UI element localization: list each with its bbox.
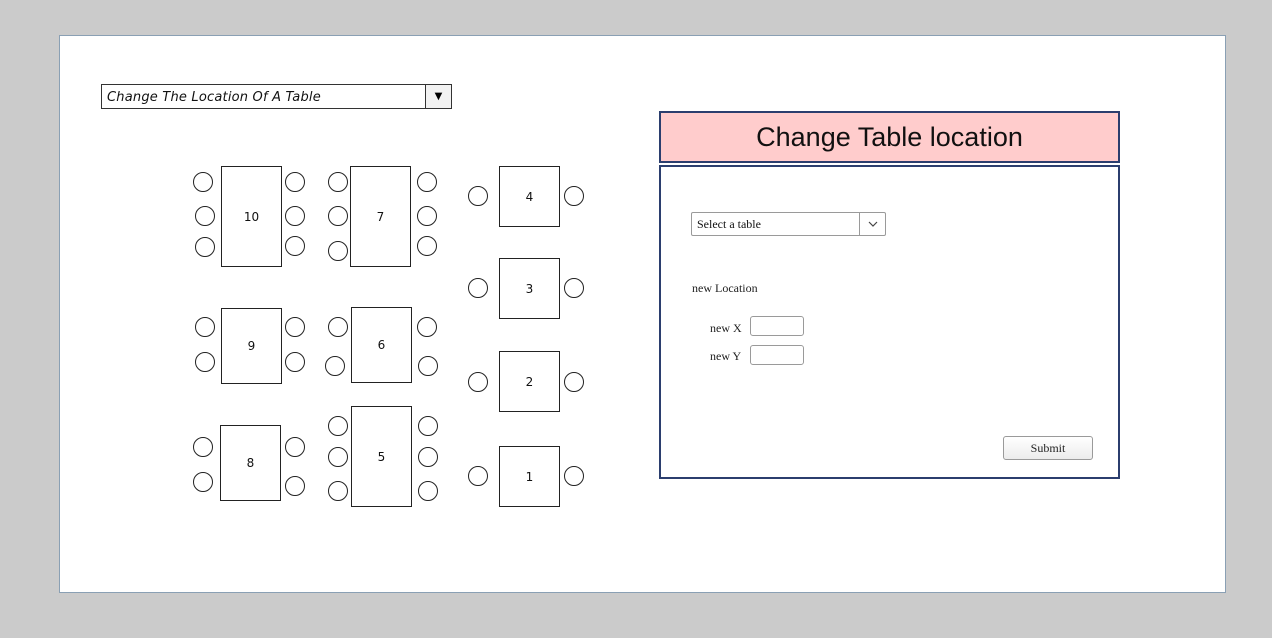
table-label: 5 [377, 449, 386, 464]
table-1[interactable]: 1 [499, 446, 560, 507]
chair [193, 172, 213, 192]
chair [468, 372, 488, 392]
table-2[interactable]: 2 [499, 351, 560, 412]
table-select[interactable]: Select a table [691, 212, 886, 236]
table-label: 2 [525, 374, 534, 389]
submit-button[interactable]: Submit [1003, 436, 1093, 460]
triangle-down-icon[interactable]: ▼ [425, 85, 451, 108]
chair [564, 186, 584, 206]
chair [285, 172, 305, 192]
table-label: 3 [525, 281, 534, 296]
table-8[interactable]: 8 [220, 425, 281, 501]
new-x-field[interactable] [750, 316, 804, 336]
new-y-field[interactable] [750, 345, 804, 365]
chair [285, 476, 305, 496]
chair [417, 206, 437, 226]
table-label: 8 [246, 456, 255, 470]
table-label: 7 [376, 209, 385, 224]
table-6[interactable]: 6 [351, 307, 412, 383]
chair [195, 237, 215, 257]
table-label: 1 [525, 469, 534, 484]
chair [285, 352, 305, 372]
chair [328, 241, 348, 261]
chair [468, 186, 488, 206]
table-label: 6 [377, 338, 386, 352]
table-select-value: Select a table [697, 217, 761, 231]
chair [418, 481, 438, 501]
table-7[interactable]: 7 [350, 166, 411, 267]
chevron-down-icon[interactable] [859, 213, 885, 235]
table-10[interactable]: 10 [221, 166, 282, 267]
form-title: Change Table location [659, 111, 1120, 163]
chair [418, 416, 438, 436]
chair [285, 317, 305, 337]
table-4[interactable]: 4 [499, 166, 560, 227]
chair [285, 437, 305, 457]
new-location-label: new Location [692, 281, 758, 295]
chair [193, 437, 213, 457]
table-label: 4 [525, 189, 534, 204]
chair [328, 416, 348, 436]
chair [417, 317, 437, 337]
table-label: 10 [243, 209, 260, 224]
chair [564, 278, 584, 298]
new-x-label: new X [710, 321, 742, 335]
mode-dropdown-value: Change The Location Of A Table [107, 90, 321, 105]
chair [285, 236, 305, 256]
table-3[interactable]: 3 [499, 258, 560, 319]
chair [564, 466, 584, 486]
mode-dropdown[interactable]: Change The Location Of A Table ▼ [101, 84, 452, 109]
chair [195, 352, 215, 372]
chair [325, 356, 345, 376]
chair [468, 278, 488, 298]
chair [417, 172, 437, 192]
chair [418, 447, 438, 467]
table-label: 9 [247, 339, 256, 353]
chair [285, 206, 305, 226]
table-5[interactable]: 5 [351, 406, 412, 507]
chair [328, 447, 348, 467]
chair [328, 481, 348, 501]
table-9[interactable]: 9 [221, 308, 282, 384]
chair [468, 466, 488, 486]
chair [195, 206, 215, 226]
new-y-label: new Y [710, 349, 742, 363]
chair [564, 372, 584, 392]
chair [328, 317, 348, 337]
chair [328, 172, 348, 192]
chair [328, 206, 348, 226]
chair [195, 317, 215, 337]
chair [193, 472, 213, 492]
chair [417, 236, 437, 256]
chair [418, 356, 438, 376]
